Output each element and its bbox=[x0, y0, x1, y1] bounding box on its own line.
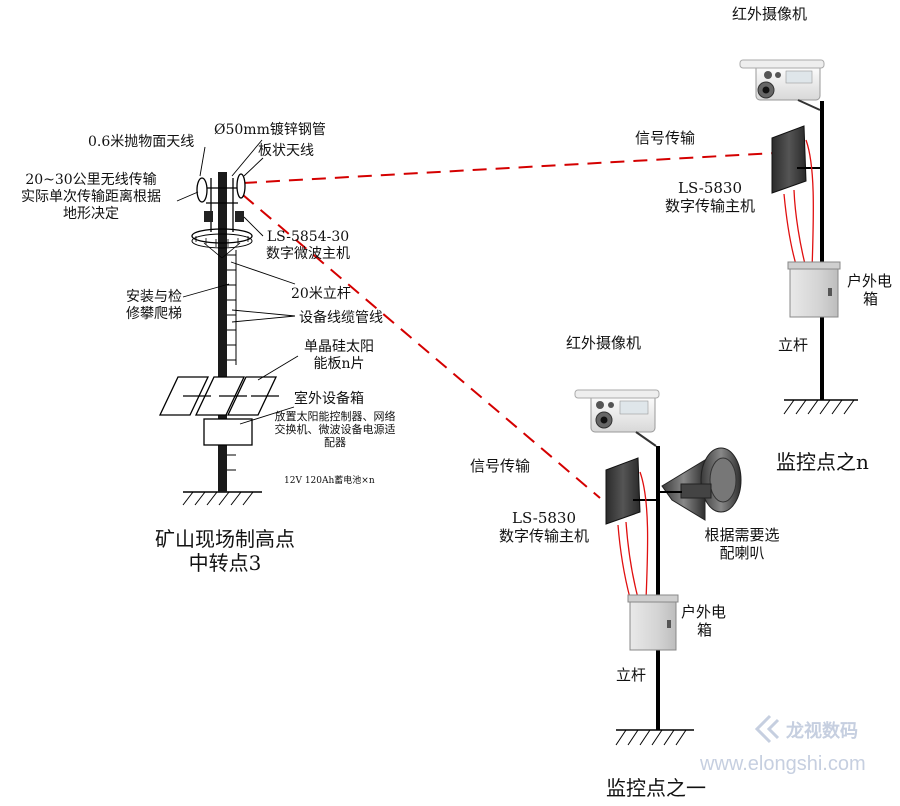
link-to-site-1 bbox=[242, 194, 601, 499]
link-to-site-n bbox=[242, 152, 776, 184]
site-n-pole-label: 立杆 bbox=[778, 336, 809, 354]
site-1-host-label: LS-5830 数字传输主机 bbox=[498, 509, 589, 545]
microwave-unit-left bbox=[204, 211, 213, 222]
site-1-cables bbox=[617, 471, 649, 601]
site-1-outdoor-box bbox=[627, 594, 679, 651]
microwave-host-label: LS-5854-30 数字微波主机 bbox=[266, 229, 350, 262]
site-1-signal-label: 信号传输 bbox=[470, 457, 531, 475]
site-1-pole-label: 立杆 bbox=[616, 666, 647, 684]
cabinet-desc-label: 放置太阳能控制器、网络 交换机、微波设备电源适 配器 bbox=[274, 410, 396, 450]
site-n-pole bbox=[820, 101, 824, 400]
climbing-ladder bbox=[227, 250, 237, 471]
wireless-link-lines bbox=[242, 152, 776, 499]
dish-antenna-label: 0.6米抛物面天线 bbox=[88, 134, 195, 150]
watermark-brand: 龙视数码 bbox=[786, 721, 858, 742]
site-1-box-label: 户外电 箱 bbox=[681, 603, 727, 639]
watermark-logo-icon bbox=[754, 714, 780, 744]
site-n bbox=[739, 59, 858, 415]
panel-antenna bbox=[236, 173, 246, 199]
site-1 bbox=[574, 389, 742, 746]
site-1-speaker-label: 根据需要选 配喇叭 bbox=[704, 526, 780, 562]
solar-panels bbox=[158, 376, 279, 416]
battery-label: 12V 120Ah蓄电池×n bbox=[284, 476, 375, 486]
site-1-infrared-camera bbox=[574, 389, 660, 447]
cable-duct-label: 设备线缆管线 bbox=[299, 310, 383, 326]
site-n-camera-label: 红外摄像机 bbox=[732, 5, 808, 23]
site-n-cables bbox=[783, 139, 814, 271]
site-n-signal-label: 信号传输 bbox=[635, 129, 696, 147]
cabinet-title-label: 室外设备箱 bbox=[294, 391, 364, 407]
ladder-label: 安装与检 修攀爬梯 bbox=[126, 289, 182, 322]
microwave-unit-right bbox=[235, 211, 244, 222]
tower-pole bbox=[218, 172, 227, 492]
watermark-url: www.elongshi.com bbox=[700, 753, 866, 775]
relay-leader-lines bbox=[176, 139, 299, 425]
outdoor-equipment-cabinet bbox=[203, 418, 253, 446]
relay-title: 矿山现场制高点 中转点3 bbox=[155, 527, 295, 575]
pipe-label: Ø50mm镀锌钢管 bbox=[214, 122, 326, 138]
site-n-outdoor-box bbox=[787, 261, 841, 318]
site-n-infrared-camera bbox=[739, 59, 825, 111]
site-1-transmission-host bbox=[605, 457, 641, 525]
site-n-transmission-host bbox=[771, 125, 807, 194]
antenna-mount bbox=[206, 178, 238, 232]
range-note: 20~30公里无线传输 实际单次传输距离根据 地形决定 bbox=[21, 172, 161, 222]
site-1-camera-label: 红外摄像机 bbox=[566, 334, 642, 352]
site-1-pole bbox=[656, 446, 660, 730]
panel-antenna-label: 板状天线 bbox=[258, 143, 314, 159]
site-n-title: 监控点之n bbox=[776, 450, 869, 474]
pole-height-label: 20米立杆 bbox=[291, 286, 351, 302]
ground-hatch bbox=[182, 491, 254, 506]
relay-tower bbox=[158, 139, 299, 506]
parabolic-dish-antenna bbox=[196, 177, 208, 203]
site-n-host-label: LS-5830 数字传输主机 bbox=[664, 179, 755, 215]
site-1-horn-speaker bbox=[660, 447, 742, 521]
solar-panel-label: 单晶硅太阳 能板n片 bbox=[304, 339, 374, 372]
platform bbox=[191, 228, 253, 244]
site-n-box-label: 户外电 箱 bbox=[847, 272, 893, 308]
site-1-title: 监控点之一 bbox=[606, 776, 706, 800]
